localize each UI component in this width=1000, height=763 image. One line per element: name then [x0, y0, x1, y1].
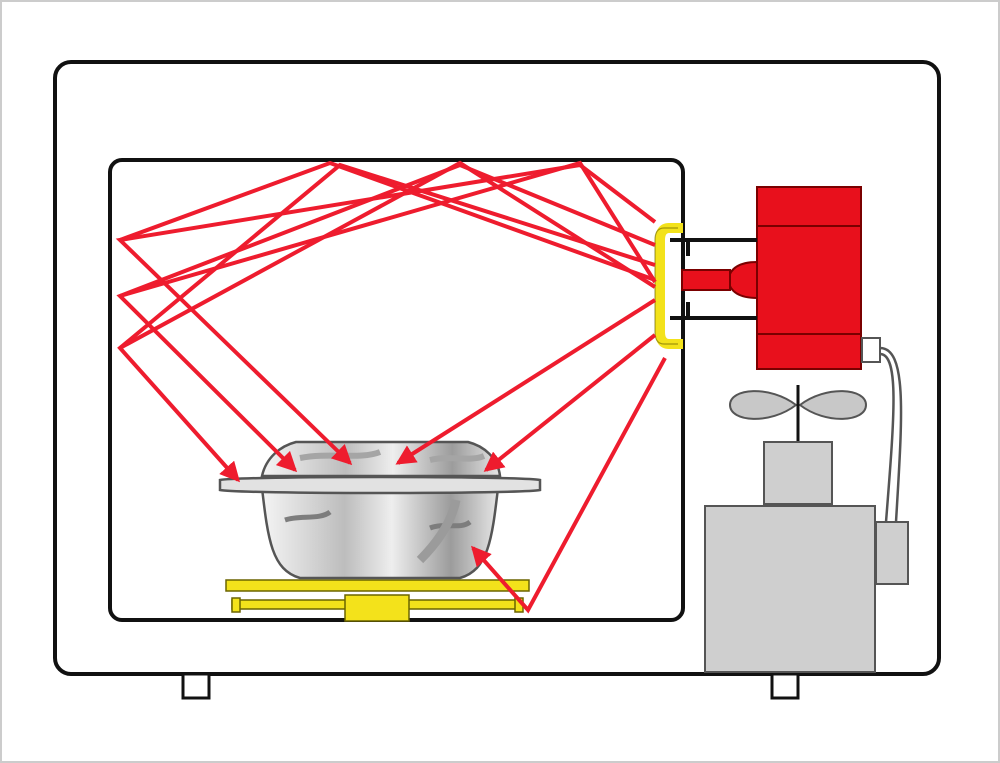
microwave-ray-8	[483, 333, 657, 472]
glass-dish-icon	[218, 440, 542, 580]
microwave-ray-3	[117, 162, 656, 483]
waveguide-icon	[655, 223, 683, 349]
magnetron-icon	[670, 186, 903, 523]
microwave-ray-5	[119, 160, 657, 298]
microwave-ray-7	[395, 298, 657, 465]
microwave-rays	[115, 160, 667, 614]
cooling-fan-icon	[728, 385, 868, 505]
right-foot	[770, 672, 800, 700]
microwave-ray-4	[119, 160, 656, 282]
power-transformer-icon	[704, 505, 909, 673]
microwave-ray-2	[116, 162, 656, 473]
left-foot	[181, 672, 211, 700]
microwave-ray-6	[119, 160, 657, 350]
microwave-ray-9	[471, 357, 667, 614]
microwave-ray-1	[115, 162, 657, 466]
